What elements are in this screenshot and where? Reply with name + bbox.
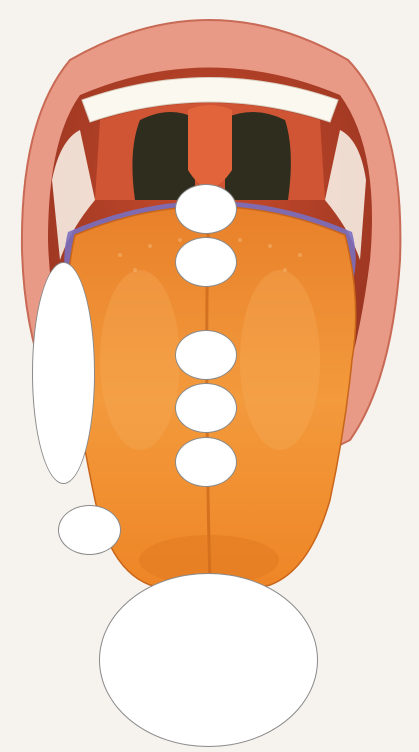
label-bubble-3[interactable] [175,330,237,380]
label-bubble-1[interactable] [175,184,237,234]
label-bubble-5[interactable] [175,437,237,487]
uvula [188,105,232,188]
tongue-highlight-right [240,270,320,450]
label-bubble-6[interactable] [32,262,95,484]
label-bubble-2[interactable] [175,237,237,287]
tongue-highlight-left [100,270,180,450]
throat [132,112,195,200]
throat-right [225,112,291,200]
label-bubble-8[interactable] [99,573,318,747]
label-bubble-4[interactable] [175,383,237,433]
label-bubble-7[interactable] [58,505,121,555]
